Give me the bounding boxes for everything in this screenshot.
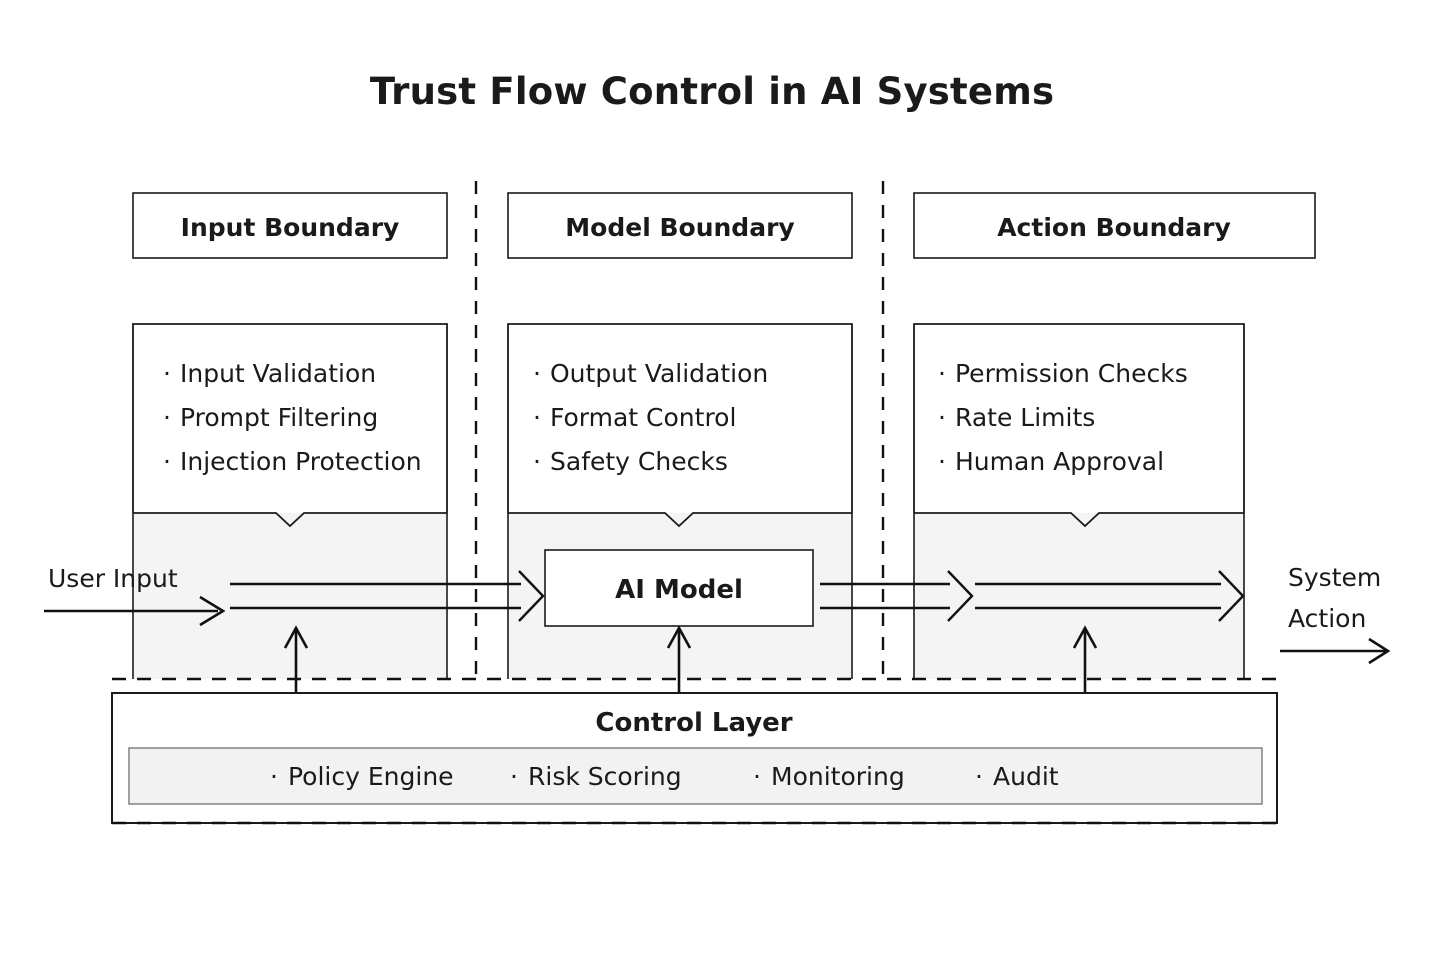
input-boundary-header-box xyxy=(132,192,448,259)
flow-arrow-2-head xyxy=(947,570,974,622)
flow-arrow-3-head xyxy=(1218,570,1245,622)
ai-model-label: AI Model xyxy=(615,575,743,605)
control-layer-item-2: Monitoring xyxy=(771,762,905,791)
model-bullet-1: · xyxy=(533,403,541,432)
control-layer-item-3: Audit xyxy=(993,762,1059,791)
action-boundary-title: Action Boundary xyxy=(997,213,1231,242)
control-bullet-0: · xyxy=(270,762,278,791)
control-layer-item-0: Policy Engine xyxy=(288,762,454,791)
action-bullet-1: · xyxy=(938,403,946,432)
control-bullet-3: · xyxy=(975,762,983,791)
system-action-label-line2: Action xyxy=(1288,604,1366,633)
user-input-label: User Input xyxy=(48,564,178,593)
input-list-box-bottom-with-jump xyxy=(133,512,447,528)
input-boundary-title: Input Boundary xyxy=(181,213,400,242)
model-list-box-fill xyxy=(508,324,852,513)
input-list-box-fill xyxy=(133,324,447,513)
user-input-arrow-head xyxy=(199,595,226,627)
model-boundary-header-box xyxy=(507,192,853,259)
system-action-label-line1: System xyxy=(1288,563,1381,592)
flow-arrow-1-head xyxy=(518,570,545,622)
input-list-item-2: Injection Protection xyxy=(180,447,422,476)
control-layer-title: Control Layer xyxy=(595,708,792,738)
model-boundary-title: Model Boundary xyxy=(565,213,794,242)
input-list-item-0: Input Validation xyxy=(180,359,376,388)
input-list-item-1: Prompt Filtering xyxy=(180,403,378,432)
model-list-box-bottom-with-jump xyxy=(508,512,852,528)
input-bullet-2: · xyxy=(163,447,171,476)
action-list-item-0: Permission Checks xyxy=(955,359,1188,388)
action-boundary-header-box xyxy=(913,192,1316,259)
control-layer-item-1: Risk Scoring xyxy=(528,762,682,791)
input-bullet-0: · xyxy=(163,359,171,388)
input-list-box-outline xyxy=(132,323,448,513)
control-arrow-model-head xyxy=(666,625,692,649)
action-list-item-2: Human Approval xyxy=(955,447,1164,476)
action-bullet-2: · xyxy=(938,447,946,476)
control-bullet-1: · xyxy=(510,762,518,791)
model-bullet-2: · xyxy=(533,447,541,476)
diagram-title: Trust Flow Control in AI Systems xyxy=(370,70,1054,113)
model-list-item-2: Safety Checks xyxy=(550,447,728,476)
input-bullet-1: · xyxy=(163,403,171,432)
model-bullet-0: · xyxy=(533,359,541,388)
action-list-item-1: Rate Limits xyxy=(955,403,1095,432)
control-bullet-2: · xyxy=(753,762,761,791)
action-list-box-outline xyxy=(913,323,1245,513)
ai-model-box xyxy=(544,549,814,627)
action-list-box-bottom-with-jump xyxy=(914,512,1244,528)
model-list-box-outline xyxy=(507,323,853,513)
system-action-arrow-head xyxy=(1368,637,1391,665)
action-zone-shading xyxy=(914,513,1244,679)
control-arrow-action-head xyxy=(1072,625,1098,649)
model-list-item-1: Format Control xyxy=(550,403,736,432)
control-layer-items-box xyxy=(128,747,1263,805)
model-list-item-0: Output Validation xyxy=(550,359,768,388)
input-zone-shading xyxy=(133,513,447,679)
action-bullet-0: · xyxy=(938,359,946,388)
control-arrow-input-head xyxy=(283,625,309,649)
action-list-box-fill xyxy=(914,324,1244,513)
